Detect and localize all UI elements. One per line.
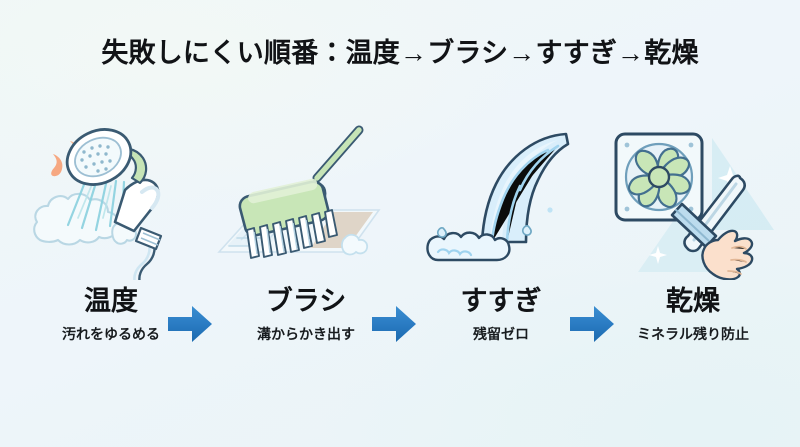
step-4-drying: 乾燥 ミネラル残り防止 [600,120,786,370]
arrow-right-icon [166,302,214,346]
step-3-rinse: すすぎ 残留ゼロ [408,120,594,370]
steps-row: 温度 汚れをゆるめる [0,120,800,370]
step-4-caption: ミネラル残り防止 [637,326,749,342]
step-1-label: 温度 [84,286,138,316]
step-2-brush: ブラシ 溝からかき出す [213,120,399,370]
shower-head-with-steam-icon [18,120,204,280]
scrub-brush-on-tile-icon [213,120,399,280]
arrow-right-icon [370,302,418,346]
ventilation-fan-and-squeegee-icon [600,120,786,280]
arrow-right-icon [568,302,616,346]
step-3-caption: 残留ゼロ [473,326,529,342]
step-2-label: ブラシ [265,286,347,316]
step-1-caption: 汚れをゆるめる [62,326,160,342]
step-2-caption: 溝からかき出す [257,326,355,342]
step-4-label: 乾燥 [666,286,720,316]
page-title: 失敗しにくい順番：温度→ブラシ→すすぎ→乾燥 [101,38,699,68]
water-stream-splash-icon [408,120,594,280]
step-3-label: すすぎ [460,286,542,316]
step-1-temperature: 温度 汚れをゆるめる [18,120,204,370]
